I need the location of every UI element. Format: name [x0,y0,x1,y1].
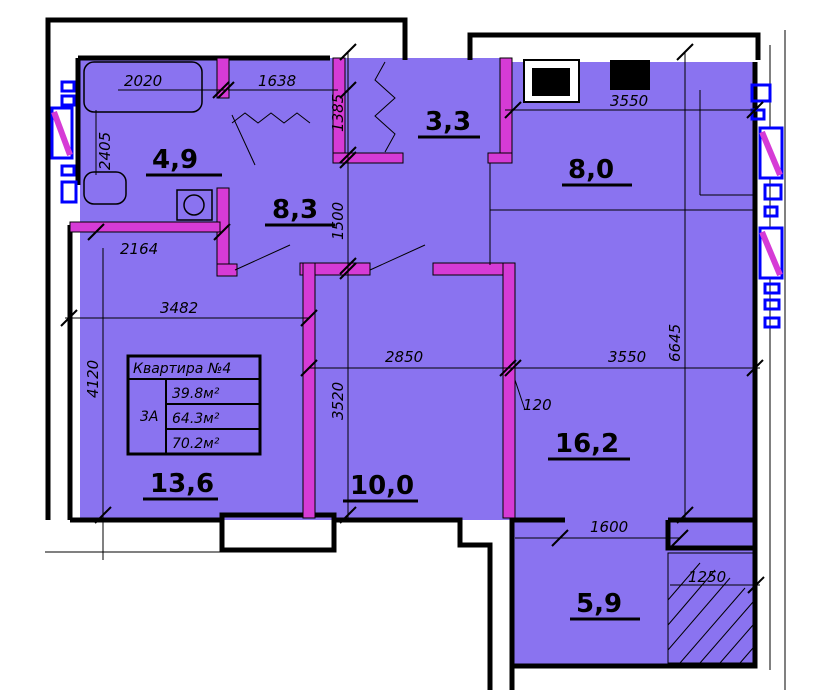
table-type: 3А [140,409,158,425]
table-area-living: 39.8м² [172,386,220,402]
dim-6645: 6645 [666,324,684,362]
partition-hall-left-horz [69,221,221,233]
table-area-full: 70.2м² [172,436,220,452]
dim-3550-mid: 3550 [608,348,646,366]
walls [45,17,786,690]
area-bathroom: 4,9 [152,145,198,175]
window-sill [219,512,337,553]
dim-1250: 1250 [688,568,726,586]
dim-3520: 3520 [329,382,347,420]
table-title: Квартира №4 [133,361,231,377]
wall-top-left [45,17,408,520]
area-kitchen: 8,0 [568,155,614,185]
wall-bottom-mid [334,517,493,690]
dim-2164: 2164 [120,240,158,258]
dim-1638: 1638 [258,72,296,90]
apartment-table: Квартира №4 3А 39.8м² 64.3м² 70.2м² [126,354,262,456]
dim-ticks [60,43,765,594]
area-bedroom-mid: 10,0 [350,471,414,501]
sink-basin-icon [532,68,570,96]
dimension-labels: 2020 1638 1385 3550 2405 1500 2164 3482 … [84,72,726,586]
wall-top-right [467,32,761,60]
dim-2850: 2850 [385,348,423,366]
stove-icon [610,60,650,90]
washer-drum-icon [183,194,205,216]
wall-balcony [509,517,565,690]
vent-cross-left [51,110,73,157]
room-labels: 4,9 8,3 3,3 8,0 13,6 10,0 16,2 5,9 [143,107,640,621]
dim-3550-top: 3550 [610,92,648,110]
dim-1500: 1500 [329,202,347,240]
storage-zigzag-icon [374,61,396,153]
dim-2020: 2020 [124,72,162,90]
bathtub-icon [83,61,203,113]
partition-right-wall [502,262,516,519]
area-storage: 3,3 [425,107,471,137]
partition-storage-bottom [332,152,404,164]
dim-4120: 4120 [84,360,102,398]
table-area-total: 64.3м² [172,411,220,427]
partition-hall-left-foot [216,263,238,277]
fixtures [50,59,784,329]
vent-cross-right1 [759,130,783,177]
toilet-icon [83,171,127,205]
area-living-right: 16,2 [555,429,619,459]
partition-storage-bottom2 [487,152,513,164]
partition-mid-left [302,262,316,519]
partition-bath-right [216,57,230,99]
washer-icon [176,189,213,221]
dim-1385: 1385 [329,94,347,132]
radiator-zigzag-icon [231,112,311,124]
dim-120: 120 [523,396,552,414]
vent-cross-right2 [759,230,783,277]
area-balcony: 5,9 [576,589,622,619]
riser-blocks [60,80,783,329]
floor-balcony [512,520,755,666]
dim-3482: 3482 [160,299,198,317]
dim-1600: 1600 [590,518,628,536]
balcony-hatch-lines [667,562,754,664]
dim-2405: 2405 [96,132,114,170]
dimension-lines [65,52,760,586]
area-hall: 8,3 [272,195,318,225]
area-living-left: 13,6 [150,469,214,499]
